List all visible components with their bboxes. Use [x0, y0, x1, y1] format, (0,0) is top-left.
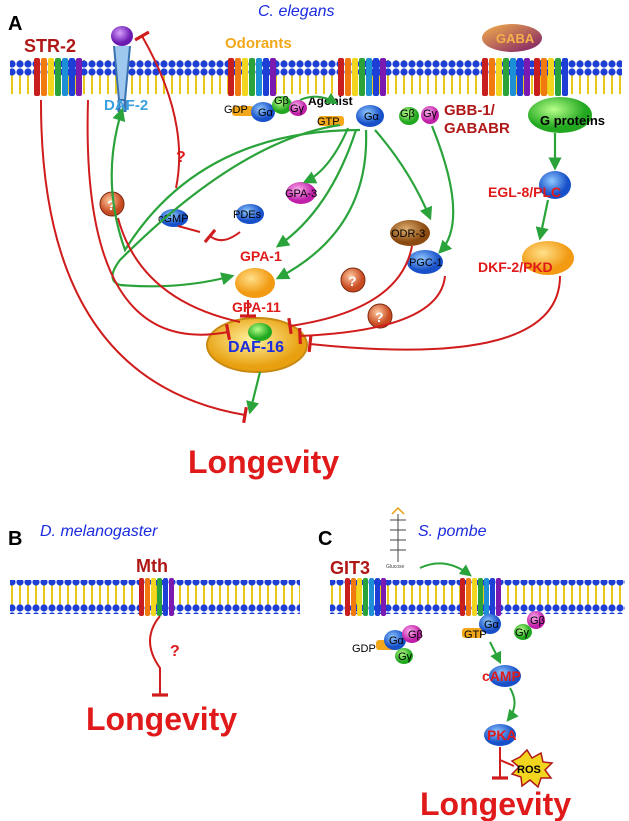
- pgc1-blob: [407, 250, 443, 274]
- galpha-c-label: Gα: [389, 635, 405, 647]
- g-protein-inactive-c: [376, 625, 422, 664]
- svg-text:?: ?: [375, 309, 384, 325]
- gaba-ligand: [482, 24, 542, 52]
- g-alpha-active-c: [462, 614, 501, 638]
- odr3-label: ODR-3: [391, 228, 425, 240]
- str2-label: STR-2: [24, 36, 76, 56]
- gbeta2-label: Gβ: [400, 108, 415, 120]
- odorant-receptor-2: [338, 58, 386, 96]
- membrane-a: [10, 60, 622, 94]
- dkf2-label: DKF-2/PKD: [478, 259, 553, 275]
- daf16-label: DAF-16: [228, 339, 284, 356]
- svg-text:?: ?: [348, 273, 357, 289]
- gtp-c-label: GTP: [464, 629, 487, 641]
- cgmp-blob: [160, 209, 188, 227]
- gbb1-label-line1: GBB-1/: [444, 102, 496, 119]
- gpa3-label: GPA-3: [285, 188, 317, 200]
- dkf2-blob: [522, 241, 574, 275]
- inhibition-lines-a: [39, 30, 561, 424]
- galpha2-c-label: Gα: [484, 619, 500, 631]
- panel-b-organism: D. melanogaster: [40, 523, 158, 540]
- git3-receptor-active: [460, 578, 501, 616]
- git3-receptor: [345, 578, 386, 616]
- mth-receptor: [139, 578, 174, 616]
- camp-blob: [489, 665, 521, 687]
- galpha-label: Gα: [258, 107, 274, 119]
- mth-label: Mth: [136, 556, 168, 576]
- pdes-blob: [236, 204, 264, 224]
- daf16-nucleus: [206, 317, 308, 373]
- gpa11-blob: [235, 268, 275, 298]
- svg-text:?: ?: [107, 197, 116, 213]
- pka-blob: [484, 724, 516, 746]
- glucose-structure: Glucose: [386, 506, 406, 570]
- gdp-label: GDP: [224, 104, 248, 116]
- question-mark-daf2: ?: [176, 149, 186, 166]
- cgmp-label: cGMP: [158, 213, 189, 225]
- g-proteins-blob: [528, 97, 592, 133]
- str2-receptor: [34, 58, 82, 96]
- ggamma2-label: Gγ: [423, 108, 438, 120]
- pka-label: PKA: [487, 727, 517, 743]
- question-ball-3: ?: [367, 303, 393, 329]
- odorant-receptor-1: [228, 58, 276, 96]
- gaba-receptor: [482, 58, 568, 96]
- panel-a-letter: A: [8, 13, 22, 35]
- gpa1-label: GPA-1: [240, 248, 282, 264]
- gdp-c-label: GDP: [352, 643, 376, 655]
- pdes-label: PDEs: [233, 209, 262, 221]
- membrane-c: [330, 580, 625, 614]
- ggamma-label: Gγ: [290, 103, 305, 115]
- inhibition-lines-c: [492, 747, 515, 780]
- ros-burst: [510, 748, 554, 789]
- egl8-blob: [539, 171, 571, 199]
- g-proteins-label: G proteins: [540, 113, 605, 128]
- egl8-label: EGL-8/PLC: [488, 184, 561, 200]
- gbeta-c-label: Gβ: [408, 629, 423, 641]
- ggamma2-c-label: Gγ: [515, 627, 530, 639]
- pgc1-label: PGC-1: [409, 257, 443, 269]
- panel-c-letter: C: [318, 528, 332, 550]
- panel-a-organism: C. elegans: [258, 3, 335, 20]
- daf16-core: [248, 323, 272, 341]
- panel-a: A C. elegans: [8, 3, 622, 480]
- ggamma-c-label: Gγ: [398, 651, 413, 663]
- gaba-label: GABA: [496, 31, 535, 46]
- panel-c-organism: S. pombe: [418, 523, 487, 540]
- longevity-a: Longevity: [188, 444, 339, 480]
- longevity-b: Longevity: [86, 701, 237, 737]
- gbeta2-c-label: Gβ: [530, 615, 545, 627]
- gpa11-label: GPA-11: [232, 299, 281, 315]
- gbb1-label-line2: GABABR: [444, 120, 510, 137]
- galpha2-label: Gα: [364, 111, 380, 123]
- gpa3-blob: [286, 182, 316, 204]
- g-betagamma-c: [514, 611, 545, 640]
- activation-arrows-c: [489, 641, 519, 722]
- odorants-label: Odorants: [225, 35, 292, 52]
- g-betagamma-free: [399, 106, 439, 125]
- git3-label: GIT3: [330, 558, 370, 578]
- panel-b: B D. melanogaster Mth ? Longevity: [8, 523, 300, 737]
- g-alpha-active: [318, 105, 384, 127]
- panel-b-letter: B: [8, 528, 22, 550]
- glucose-label: Glucose: [386, 564, 405, 570]
- gbeta-label: Gβ: [274, 95, 289, 107]
- panel-b-question: ?: [170, 643, 180, 660]
- daf2-label: DAF-2: [104, 97, 148, 114]
- question-ball-2: ?: [340, 267, 366, 293]
- g-protein-inactive: [232, 96, 307, 122]
- ros-label: ROS: [517, 764, 541, 776]
- odr3-blob: [390, 220, 430, 246]
- camp-label: cAMP: [482, 668, 521, 684]
- panel-c: C S. pombe Glucose GIT3: [318, 506, 625, 821]
- longevity-c: Longevity: [420, 786, 571, 821]
